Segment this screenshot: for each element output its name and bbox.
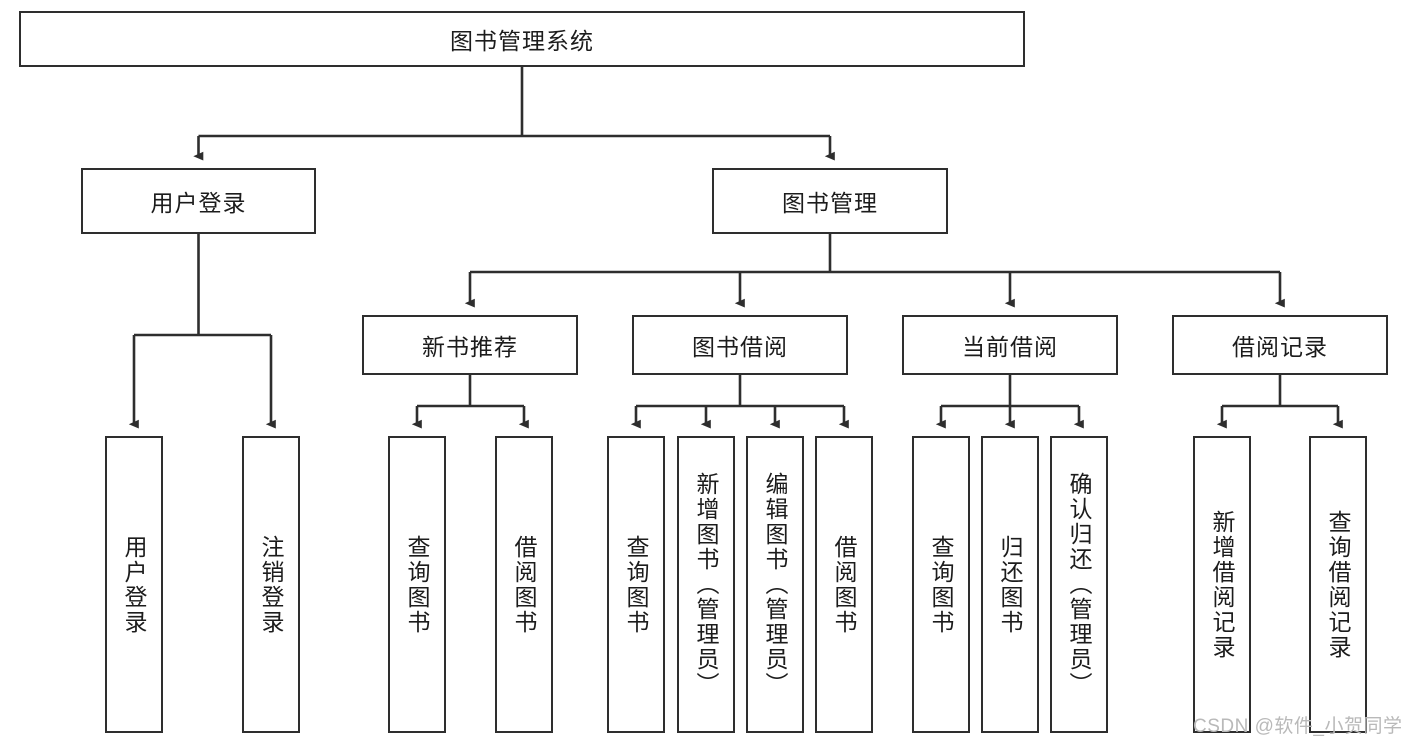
node-leaf-query-book-3[interactable]: 查询图书 xyxy=(912,436,970,733)
node-user-login[interactable]: 用户登录 xyxy=(81,168,316,234)
node-leaf-query-book-2[interactable]: 查询图书 xyxy=(607,436,665,733)
node-label: 用户登录 xyxy=(121,534,148,635)
node-label: 查询图书 xyxy=(623,534,650,635)
node-borrow-record[interactable]: 借阅记录 xyxy=(1172,315,1388,375)
node-new-book-recommend[interactable]: 新书推荐 xyxy=(362,315,578,375)
node-label: 归还图书 xyxy=(997,534,1024,635)
node-label: 查询借阅记录 xyxy=(1325,509,1352,660)
node-leaf-confirm-return-admin[interactable]: 确认归还（管理员） xyxy=(1050,436,1108,733)
node-leaf-query-borrow-record[interactable]: 查询借阅记录 xyxy=(1309,436,1367,733)
node-book-management-system[interactable]: 图书管理系统 xyxy=(19,11,1025,67)
node-leaf-borrow-book-2[interactable]: 借阅图书 xyxy=(815,436,873,733)
node-leaf-return-book[interactable]: 归还图书 xyxy=(981,436,1039,733)
node-label: 图书借阅 xyxy=(692,334,788,360)
node-label: 编辑图书（管理员） xyxy=(762,472,789,697)
node-leaf-add-borrow-record[interactable]: 新增借阅记录 xyxy=(1193,436,1251,733)
node-leaf-user-login[interactable]: 用户登录 xyxy=(105,436,163,733)
csdn-watermark: CSDN @软件_小贺同学 xyxy=(1193,716,1403,737)
node-label: 图书管理 xyxy=(782,190,878,216)
node-label: 新增借阅记录 xyxy=(1209,509,1236,660)
node-leaf-borrow-book-1[interactable]: 借阅图书 xyxy=(495,436,553,733)
node-label: 确认归还（管理员） xyxy=(1066,472,1093,697)
node-label: 借阅图书 xyxy=(831,534,858,635)
node-label: 借阅记录 xyxy=(1232,334,1328,360)
node-leaf-edit-book-admin[interactable]: 编辑图书（管理员） xyxy=(746,436,804,733)
node-label: 当前借阅 xyxy=(962,334,1058,360)
node-label: 新增图书（管理员） xyxy=(693,472,720,697)
node-leaf-add-book-admin[interactable]: 新增图书（管理员） xyxy=(677,436,735,733)
node-leaf-query-book-1[interactable]: 查询图书 xyxy=(388,436,446,733)
node-book-borrow[interactable]: 图书借阅 xyxy=(632,315,848,375)
node-label: 新书推荐 xyxy=(422,334,518,360)
node-label: 查询图书 xyxy=(928,534,955,635)
node-current-borrow[interactable]: 当前借阅 xyxy=(902,315,1118,375)
node-label: 图书管理系统 xyxy=(450,28,594,54)
node-label: 借阅图书 xyxy=(511,534,538,635)
node-leaf-logout-login[interactable]: 注销登录 xyxy=(242,436,300,733)
node-label: 注销登录 xyxy=(258,534,285,635)
node-book-manage[interactable]: 图书管理 xyxy=(712,168,948,234)
node-label: 查询图书 xyxy=(404,534,431,635)
node-label: 用户登录 xyxy=(150,190,247,216)
